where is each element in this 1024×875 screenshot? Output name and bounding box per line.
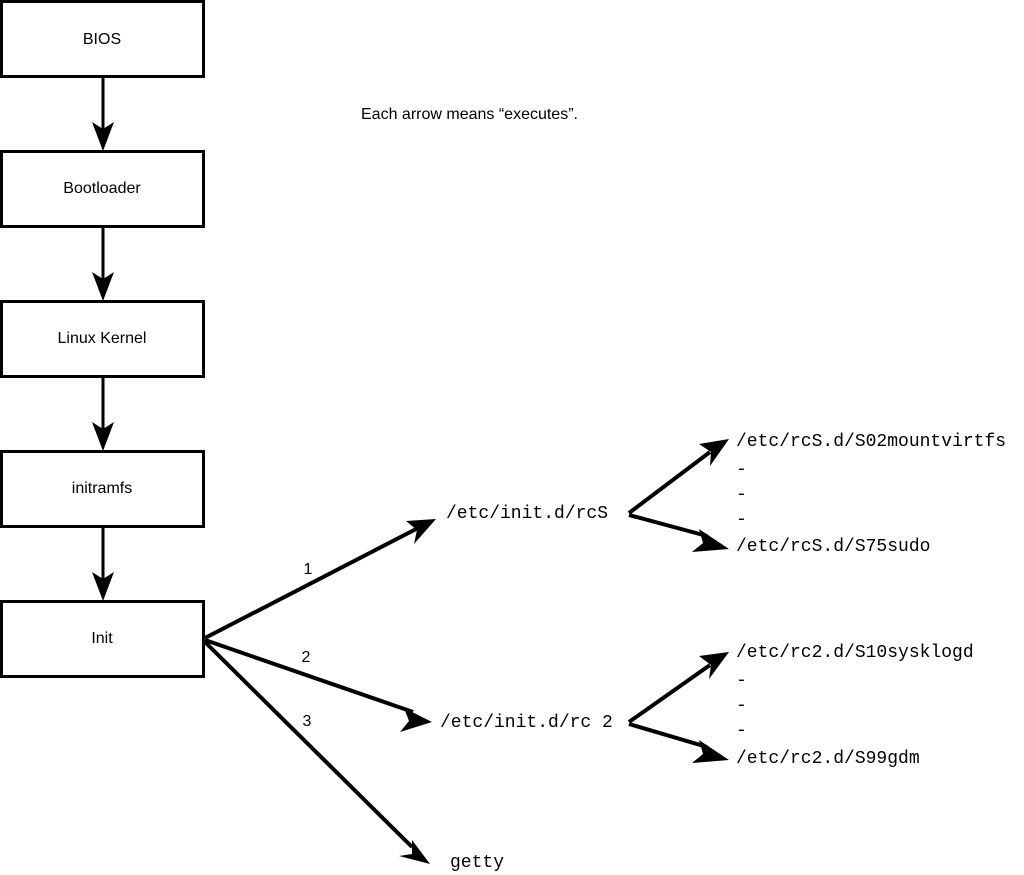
arrowhead-init-branch-1 <box>406 519 436 544</box>
arrow-init-branch-3 <box>203 640 430 864</box>
rc2-ellipsis-dash-2: - <box>736 696 747 716</box>
arrowhead-initramfs-to-init <box>92 572 114 601</box>
arrowhead-init-branch-3 <box>399 840 430 864</box>
arrow-bios-to-bootloader <box>92 77 114 151</box>
box-bootloader: Bootloader <box>0 150 205 228</box>
edge-number-1: 1 <box>304 561 313 578</box>
label-getty: getty <box>450 853 504 873</box>
arrow-rcs-to-last-script <box>628 513 729 552</box>
box-initramfs-label: initramfs <box>72 480 132 497</box>
box-bios-rect <box>0 0 205 78</box>
diagram-caption: Each arrow means “executes”. <box>361 106 578 123</box>
arrowhead-rc2-last <box>692 740 729 763</box>
rc2-ellipsis-dash-1: - <box>736 671 747 691</box>
label-init-d-rc2: /etc/init.d/rc 2 <box>440 713 613 733</box>
arrowhead-rc2-first <box>699 652 729 679</box>
label-rcs-first-script: /etc/rcS.d/S02mountvirtfs <box>736 432 1006 452</box>
edge-number-3: 3 <box>303 713 312 730</box>
label-rc2-first-script: /etc/rc2.d/S10sysklogd <box>736 643 974 663</box>
rc2-ellipsis-dash-3: - <box>736 721 747 741</box>
box-init-label: Init <box>91 630 113 647</box>
arrowhead-bootloader-to-kernel <box>92 272 114 301</box>
rcs-ellipsis-dash-3: - <box>736 510 747 530</box>
arrowhead-kernel-to-initramfs <box>92 422 114 451</box>
arrowhead-rcs-last <box>692 529 729 552</box>
box-linux-kernel-rect <box>0 300 205 378</box>
label-rcs-last-script: /etc/rcS.d/S75sudo <box>736 537 930 557</box>
rcs-ellipsis-dash-1: - <box>736 460 747 480</box>
box-init-rect <box>0 600 205 678</box>
arrowhead-bios-to-bootloader <box>92 122 114 151</box>
arrow-kernel-to-initramfs <box>92 377 114 451</box>
box-initramfs-rect <box>0 450 205 528</box>
box-initramfs: initramfs <box>0 450 205 528</box>
edge-number-2: 2 <box>302 649 311 666</box>
arrow-initramfs-to-init <box>92 527 114 601</box>
arrow-init-branch-1 <box>204 519 436 640</box>
arrowhead-init-branch-2 <box>400 708 432 732</box>
arrow-bootloader-to-kernel <box>92 227 114 301</box>
box-init: Init <box>0 600 205 678</box>
arrow-rc2-to-first-script <box>627 652 729 724</box>
label-rc2-last-script: /etc/rc2.d/S99gdm <box>736 749 920 769</box>
arrowhead-rcs-first <box>699 439 729 466</box>
box-bios: BIOS <box>0 0 205 78</box>
label-init-d-rcs: /etc/init.d/rcS <box>446 504 608 524</box>
box-linux-kernel-label: Linux Kernel <box>58 330 147 347</box>
box-bootloader-label: Bootloader <box>63 180 141 197</box>
box-bootloader-rect <box>0 150 205 228</box>
arrow-rcs-to-first-script <box>627 439 729 515</box>
arrow-rc2-to-last-script <box>628 722 729 763</box>
box-linux-kernel: Linux Kernel <box>0 300 205 378</box>
arrow-init-branch-2 <box>204 638 432 732</box>
rcs-ellipsis-dash-2: - <box>736 485 747 505</box>
box-bios-label: BIOS <box>83 31 121 48</box>
